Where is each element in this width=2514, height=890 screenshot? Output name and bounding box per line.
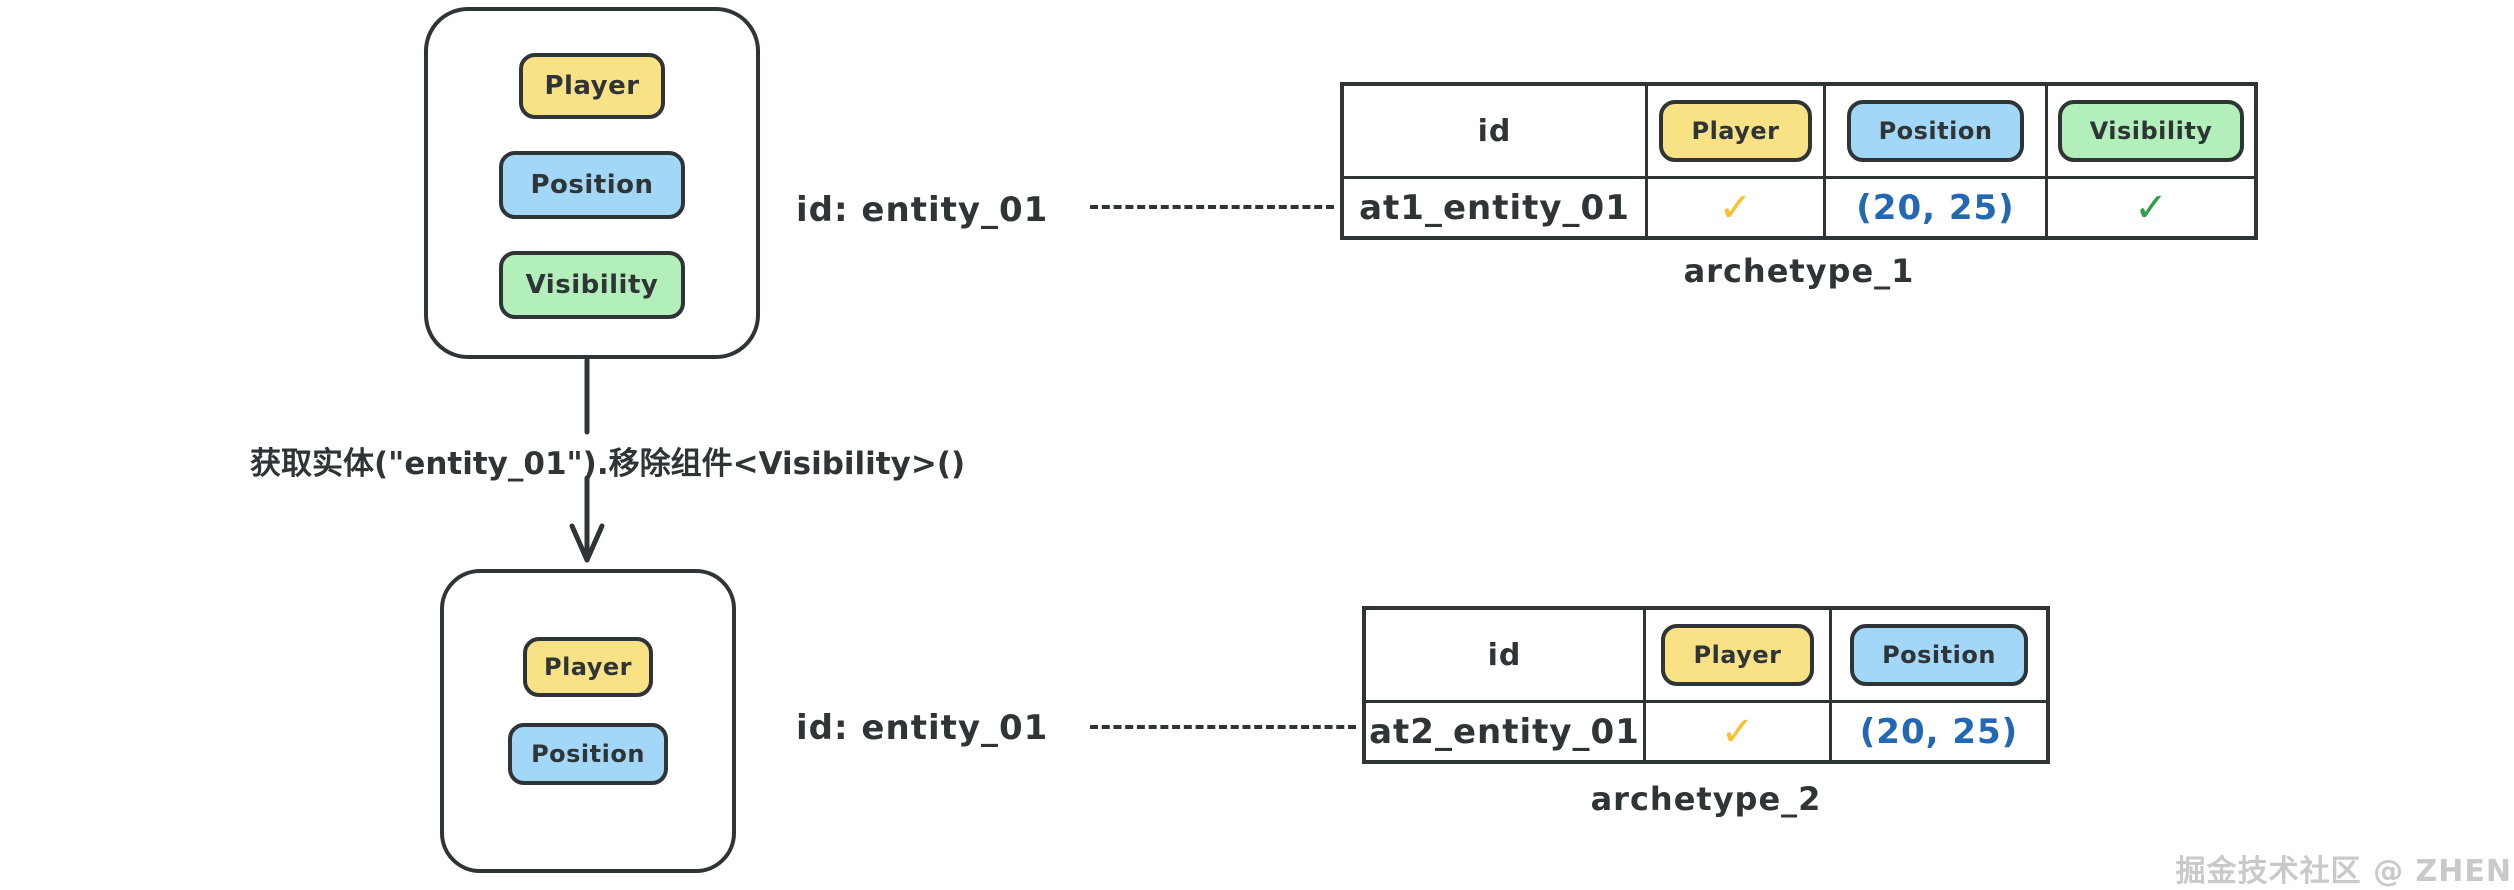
component-pill-position: Position bbox=[1850, 624, 2028, 686]
watermark: 掘金技术社区 @ ZHEN bbox=[2175, 854, 2512, 889]
archetype-2-table: id Player Position at2_entity_01 ✓ (20, … bbox=[1362, 606, 2050, 764]
table-header-row: id Player Position bbox=[1366, 610, 2046, 700]
transition-label: 获取实体("entity_01").移除组件<Visibility>() bbox=[250, 446, 966, 482]
table-row: at2_entity_01 ✓ (20, 25) bbox=[1366, 700, 2046, 760]
position-value-cell: (20, 25) bbox=[1829, 700, 2046, 760]
component-pill-position: Position bbox=[508, 723, 668, 785]
column-header-id: id bbox=[1477, 113, 1512, 149]
table-row: at1_entity_01 ✓ (20, 25) ✓ bbox=[1344, 176, 2254, 236]
column-header-position: Position bbox=[1823, 86, 2045, 176]
row-id-cell: at1_entity_01 bbox=[1344, 176, 1645, 236]
component-pill-visibility: Visibility bbox=[499, 251, 685, 319]
check-icon: ✓ bbox=[1643, 700, 1829, 760]
entity-box-before: Player Position Visibility bbox=[424, 7, 760, 359]
dashed-connector-bottom bbox=[1090, 725, 1356, 729]
archetype-1-table: id Player Position Visibility at1_entity… bbox=[1340, 82, 2258, 240]
archetype-1-title: archetype_1 bbox=[1683, 252, 1915, 290]
entity-box-after: Player Position bbox=[440, 569, 736, 873]
component-pill-player: Player bbox=[519, 53, 665, 119]
column-header-position: Position bbox=[1829, 610, 2046, 700]
component-pill-player: Player bbox=[523, 637, 653, 697]
column-header-visibility: Visibility bbox=[2045, 86, 2254, 176]
transition-arrow bbox=[569, 357, 605, 563]
entity-id-label-bottom: id: entity_01 bbox=[796, 708, 1049, 748]
archetype-2-title: archetype_2 bbox=[1590, 780, 1822, 818]
column-header-id: id bbox=[1487, 637, 1522, 673]
column-header-player: Player bbox=[1643, 610, 1829, 700]
entity-id-label-top: id: entity_01 bbox=[796, 190, 1049, 230]
row-id-cell: at2_entity_01 bbox=[1366, 700, 1643, 760]
check-icon: ✓ bbox=[1645, 176, 1823, 236]
component-pill-player: Player bbox=[1659, 100, 1812, 162]
component-pill-visibility: Visibility bbox=[2057, 100, 2245, 162]
dashed-connector-top bbox=[1090, 205, 1334, 209]
check-icon: ✓ bbox=[2045, 176, 2254, 236]
component-pill-position: Position bbox=[499, 151, 685, 219]
column-header-player: Player bbox=[1645, 86, 1823, 176]
component-pill-position: Position bbox=[1846, 100, 2025, 162]
component-pill-player: Player bbox=[1661, 624, 1814, 686]
position-value-cell: (20, 25) bbox=[1823, 176, 2045, 236]
table-header-row: id Player Position Visibility bbox=[1344, 86, 2254, 176]
